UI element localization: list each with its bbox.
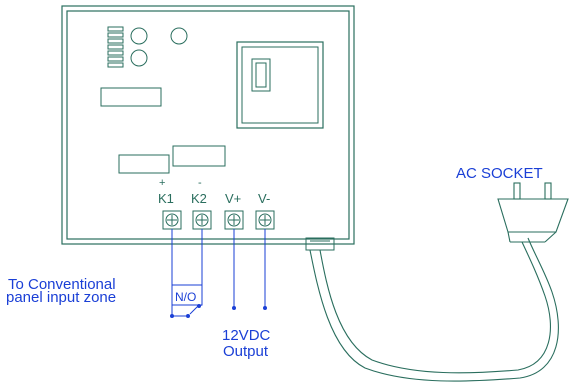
terminal-v-plus xyxy=(224,210,244,230)
plus-label: + xyxy=(159,177,165,189)
k2-label: K2 xyxy=(191,191,207,206)
panel-line2: panel input zone xyxy=(6,289,116,306)
dc-output-dot-2 xyxy=(263,306,267,310)
ac-plug-icon xyxy=(497,182,569,243)
round-component-2 xyxy=(130,49,148,67)
terminal-k1 xyxy=(162,210,182,230)
no-label: N/O xyxy=(175,290,196,304)
terminal-k2 xyxy=(192,210,212,230)
k1-label: K1 xyxy=(158,191,174,206)
board-enclosure xyxy=(61,5,355,245)
terminal-v-minus xyxy=(255,210,275,230)
ac-socket-label: AC SOCKET xyxy=(456,165,543,182)
ic-chip-1 xyxy=(100,87,162,107)
v-plus-label: V+ xyxy=(225,191,241,206)
panel-line1: To Conventional xyxy=(8,276,116,293)
dc-output-wiring xyxy=(233,229,266,307)
coil-component xyxy=(107,26,124,68)
minus-label: - xyxy=(198,177,202,189)
no-contact-dot-3 xyxy=(197,304,201,308)
output-line1: 12VDC xyxy=(222,327,271,344)
no-contact-wiring xyxy=(171,229,203,317)
no-contact-dot-2 xyxy=(186,314,190,318)
round-component-1 xyxy=(130,27,148,45)
ic-chip-3 xyxy=(172,145,226,167)
ac-cable xyxy=(309,237,559,382)
no-contact-dot-1 xyxy=(170,314,174,318)
output-line2: Output xyxy=(223,343,269,360)
relay-module xyxy=(236,41,324,129)
v-minus-label: V- xyxy=(258,191,270,206)
dc-output-dot-1 xyxy=(232,306,236,310)
ic-chip-2 xyxy=(118,154,170,174)
round-component-3 xyxy=(170,27,188,45)
